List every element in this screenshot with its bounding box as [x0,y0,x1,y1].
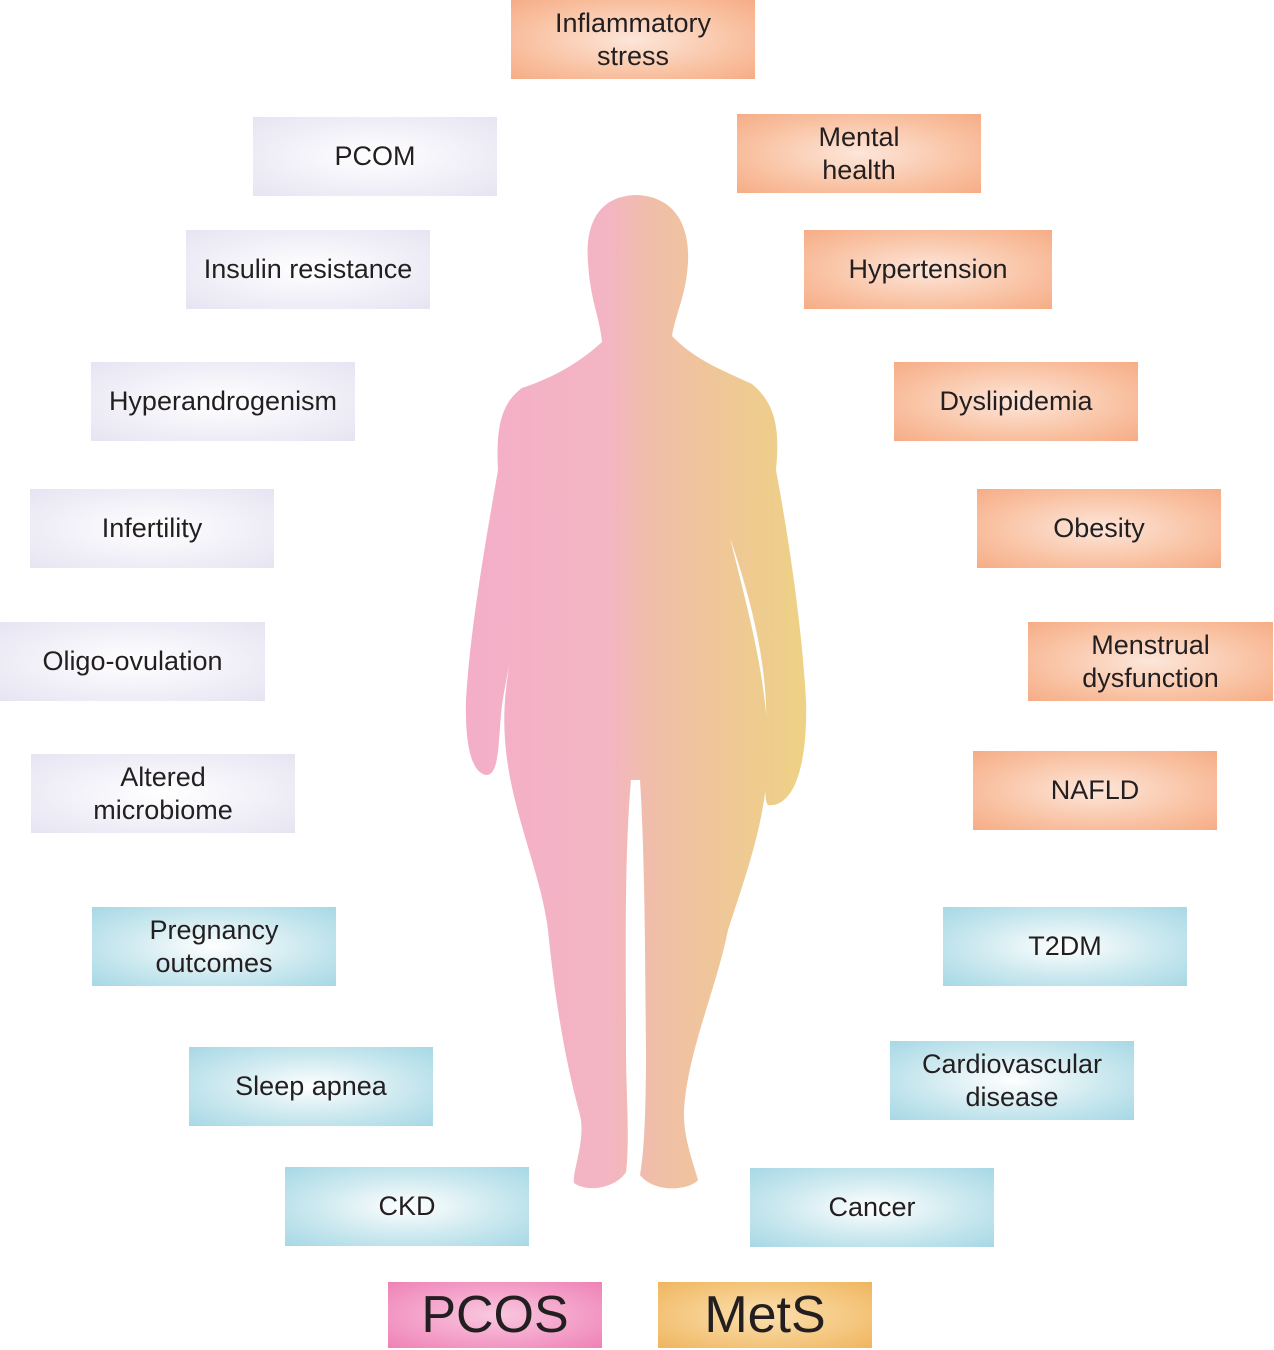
sleep-apnea-box: Sleep apnea [189,1047,433,1126]
mental-health-box: Mental health [737,114,981,193]
hypertension-box: Hypertension [804,230,1052,309]
pregnancy-outcomes-box: Pregnancy outcomes [92,907,336,986]
inflammatory-stress-box: Inflammatory stress [511,0,755,79]
box-label: Altered microbiome [93,761,233,825]
pcom-box: PCOM [253,117,497,196]
box-label: Mental health [818,121,900,185]
box-label: Cardiovascular disease [921,1048,1103,1112]
legend-mets: MetS [658,1282,872,1348]
menstrual-dysfunction-box: Menstrual dysfunction [1028,622,1273,701]
box-label: Obesity [1053,513,1145,543]
hyperandrogenism-box: Hyperandrogenism [91,362,355,441]
infertility-box: Infertility [30,489,274,568]
obesity-box: Obesity [977,489,1221,568]
legend-pcos: PCOS [388,1282,602,1348]
box-label: Infertility [101,513,203,543]
t2dm-box: T2DM [943,907,1187,986]
box-label: Sleep apnea [235,1071,387,1101]
box-label: PCOM [334,141,416,171]
insulin-resistance-box: Insulin resistance [186,230,430,309]
box-label: CKD [378,1191,436,1221]
cancer-box: Cancer [750,1168,994,1247]
box-label: Menstrual dysfunction [1082,629,1219,693]
cardiovascular-disease-box: Cardiovascular disease [890,1041,1134,1120]
legend-label: PCOS [421,1286,569,1344]
box-label: Insulin resistance [203,254,413,284]
box-label: T2DM [1028,931,1102,961]
altered-microbiome-box: Altered microbiome [31,754,295,833]
nafld-box: NAFLD [973,751,1217,830]
box-label: Dyslipidemia [939,386,1093,416]
dyslipidemia-box: Dyslipidemia [894,362,1138,441]
box-label: Oligo-ovulation [42,646,223,676]
legend-label: MetS [704,1286,826,1344]
box-label: Pregnancy outcomes [149,914,279,978]
oligo-ovulation-box: Oligo-ovulation [0,622,265,701]
box-label: Hyperandrogenism [108,386,338,416]
box-label: Hypertension [848,254,1008,284]
box-label: NAFLD [1050,775,1140,805]
box-label: Inflammatory stress [554,7,712,71]
ckd-box: CKD [285,1167,529,1246]
box-label: Cancer [828,1192,916,1222]
